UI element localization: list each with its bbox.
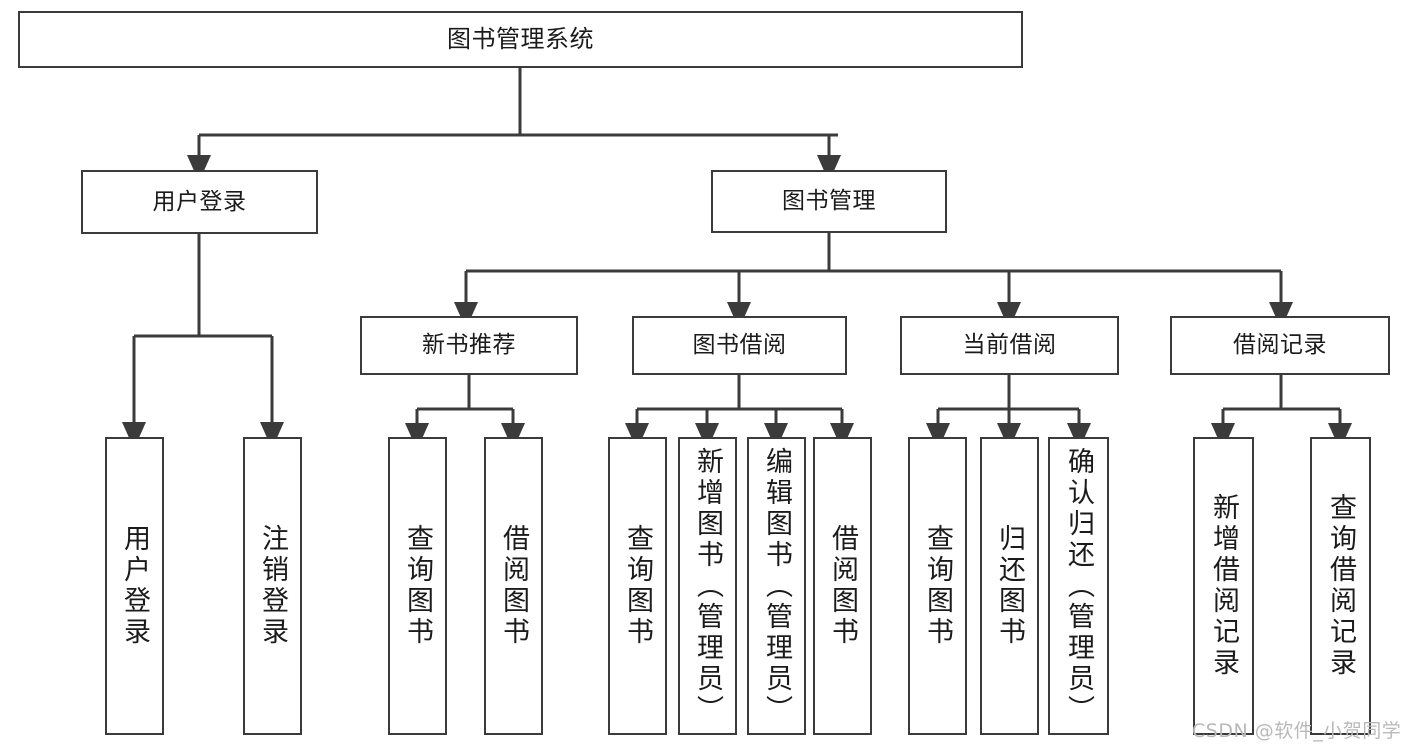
leaf-user-login-login[interactable]: 用户登录: [105, 437, 164, 735]
node-new-book-recommend[interactable]: 新书推荐: [360, 316, 578, 375]
leaf-borrow-record-query[interactable]: 查询借阅记录: [1310, 437, 1371, 735]
node-borrow-record-label: 借阅记录: [1233, 332, 1327, 359]
node-book-borrow-label: 图书借阅: [692, 332, 787, 359]
node-current-borrow-label: 当前借阅: [962, 332, 1057, 359]
leaf-current-borrow-return-label: 归还图书: [994, 524, 1025, 648]
node-user-login[interactable]: 用户登录: [81, 170, 318, 234]
leaf-borrow-record-add-label: 新增借阅记录: [1208, 493, 1239, 679]
leaf-user-login-logout-label: 注销登录: [257, 524, 288, 648]
node-current-borrow[interactable]: 当前借阅: [900, 316, 1119, 375]
leaf-current-borrow-return[interactable]: 归还图书: [980, 437, 1039, 735]
leaf-book-borrow-add[interactable]: 新增图书（管理员）: [678, 437, 737, 735]
leaf-current-borrow-query[interactable]: 查询图书: [908, 437, 967, 735]
leaf-current-borrow-query-label: 查询图书: [922, 524, 953, 648]
leaf-book-borrow-borrow-label: 借阅图书: [827, 524, 858, 648]
leaf-book-borrow-edit-label: 编辑图书（管理员）: [761, 446, 792, 726]
node-book-management-label: 图书管理: [782, 188, 876, 215]
leaf-current-borrow-confirm-label: 确认归还（管理员）: [1063, 446, 1094, 726]
watermark-text: CSDN @软件_小贺同学: [1192, 720, 1402, 742]
leaf-borrow-record-add[interactable]: 新增借阅记录: [1193, 437, 1254, 735]
leaf-book-borrow-borrow[interactable]: 借阅图书: [813, 437, 872, 735]
leaf-new-book-borrow[interactable]: 借阅图书: [484, 437, 543, 735]
leaf-new-book-borrow-label: 借阅图书: [498, 524, 529, 648]
leaf-new-book-query[interactable]: 查询图书: [388, 437, 447, 735]
leaf-book-borrow-query[interactable]: 查询图书: [608, 437, 667, 735]
leaf-borrow-record-query-label: 查询借阅记录: [1325, 493, 1356, 679]
node-book-borrow[interactable]: 图书借阅: [632, 316, 847, 375]
leaf-book-borrow-edit[interactable]: 编辑图书（管理员）: [747, 437, 806, 735]
leaf-user-login-login-label: 用户登录: [119, 524, 150, 648]
node-user-login-label: 用户登录: [152, 188, 247, 215]
leaf-current-borrow-confirm[interactable]: 确认归还（管理员）: [1048, 437, 1109, 735]
node-borrow-record[interactable]: 借阅记录: [1170, 316, 1390, 375]
leaf-book-borrow-add-label: 新增图书（管理员）: [692, 446, 723, 726]
leaf-user-login-logout[interactable]: 注销登录: [243, 437, 302, 735]
node-root-system-label: 图书管理系统: [447, 24, 594, 53]
node-book-management[interactable]: 图书管理: [711, 170, 947, 233]
node-new-book-recommend-label: 新书推荐: [422, 332, 516, 359]
node-root-system[interactable]: 图书管理系统: [18, 11, 1023, 68]
leaf-new-book-query-label: 查询图书: [402, 524, 433, 648]
leaf-book-borrow-query-label: 查询图书: [622, 524, 653, 648]
